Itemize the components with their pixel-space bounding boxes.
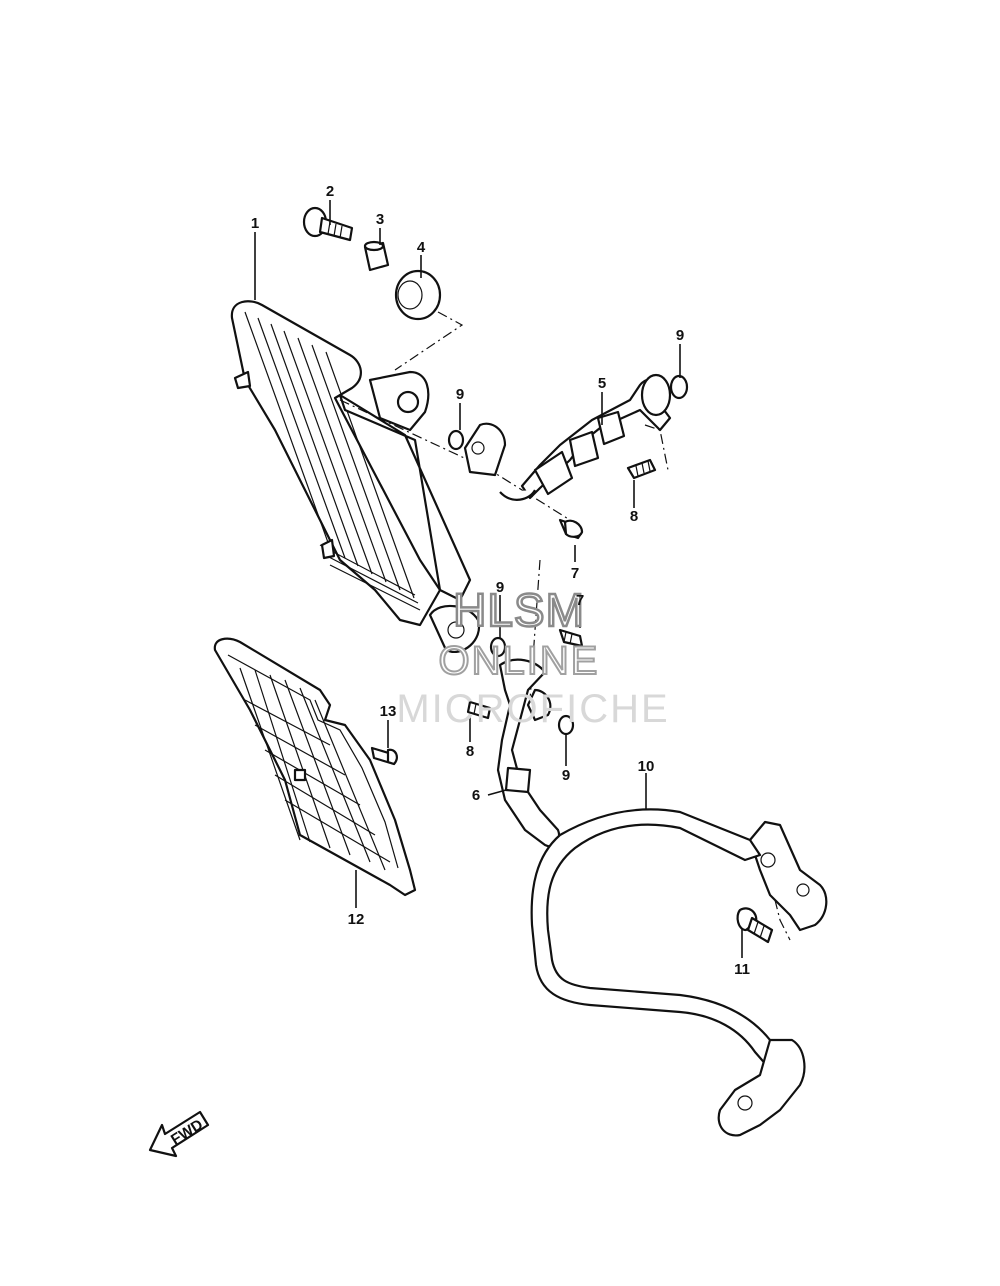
callout-5: 5 <box>598 375 606 392</box>
callout-9-lower: 9 <box>562 767 570 784</box>
guide-line-lower <box>529 559 541 701</box>
watermark-line-1: HLSM <box>453 584 585 636</box>
o-ring-upper-left <box>447 429 465 451</box>
leader-lines <box>254 200 743 958</box>
callout-8-upper: 8 <box>630 508 638 525</box>
bolt-part-13 <box>370 746 398 766</box>
guide-line-grommet <box>394 311 464 371</box>
callout-9-upper-left: 9 <box>456 386 464 403</box>
bolt-part-8-upper <box>626 458 657 480</box>
o-ring-lower <box>557 714 575 736</box>
o-ring-mid <box>489 636 507 658</box>
oil-hose-upper <box>463 373 672 501</box>
callout-13: 13 <box>380 703 397 720</box>
cooler-guard <box>213 637 417 897</box>
oil-hose-lower <box>496 658 561 848</box>
oil-cooler <box>230 300 481 653</box>
bolt-part-2 <box>302 206 354 242</box>
watermark-line-2: ONLINE <box>439 639 600 683</box>
bolt-part-7-upper <box>558 518 584 540</box>
callout-2: 2 <box>326 183 334 200</box>
bolt-part-8-lower <box>466 700 492 720</box>
callouts: 1 2 3 4 5 6 7 7 8 8 9 9 9 9 10 11 12 13 <box>251 183 750 978</box>
callout-1: 1 <box>251 215 259 232</box>
callout-9-mid: 9 <box>496 579 504 596</box>
o-ring-upper-right <box>669 374 689 400</box>
callout-7-lower: 7 <box>576 592 584 609</box>
callout-7-upper: 7 <box>571 565 579 582</box>
callout-8-lower: 8 <box>466 743 474 760</box>
callout-11: 11 <box>734 961 750 978</box>
callout-4: 4 <box>417 239 426 256</box>
collar-part-3 <box>363 240 390 272</box>
watermark: HLSM ONLINE MICROFICHE <box>396 583 669 731</box>
callout-12: 12 <box>348 911 365 928</box>
grommet-part-4 <box>394 269 442 321</box>
bolt-part-11 <box>736 907 774 944</box>
callout-10: 10 <box>638 758 655 775</box>
bolt-part-7-lower <box>558 628 584 648</box>
callout-3: 3 <box>376 211 384 228</box>
callout-9-upper-right: 9 <box>676 327 684 344</box>
callout-6: 6 <box>472 787 480 804</box>
brace-bar <box>530 808 828 1137</box>
watermark-line-3: MICROFICHE <box>396 687 669 731</box>
guide-line-bracket-11 <box>769 879 791 941</box>
fwd-arrow: FWD <box>148 1110 210 1158</box>
